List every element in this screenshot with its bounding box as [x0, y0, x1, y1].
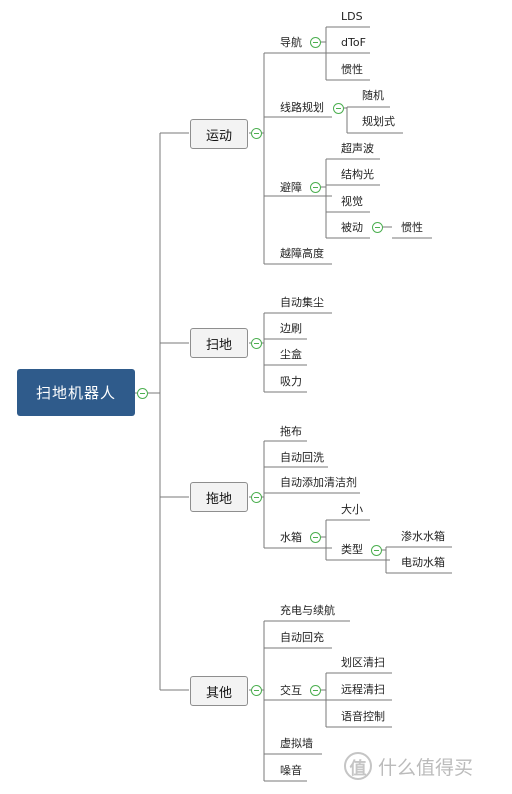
collapse-icon[interactable]	[310, 685, 321, 696]
node-interaction[interactable]: 交互	[280, 684, 302, 697]
leaf-node[interactable]: 语音控制	[341, 710, 385, 723]
collapse-icon[interactable]	[251, 338, 262, 349]
node-obstacle[interactable]: 避障	[280, 181, 302, 194]
node-water-tank[interactable]: 水箱	[280, 531, 302, 544]
leaf-node[interactable]: 惯性	[401, 221, 423, 234]
collapse-icon[interactable]	[310, 37, 321, 48]
category-other[interactable]: 其他	[190, 676, 248, 706]
collapse-icon[interactable]	[333, 103, 344, 114]
node-passive[interactable]: 被动	[341, 221, 363, 234]
leaf-node[interactable]: 尘盒	[280, 348, 302, 361]
leaf-node[interactable]: 超声波	[341, 142, 374, 155]
leaf-node[interactable]: 虚拟墙	[280, 737, 313, 750]
leaf-node[interactable]: 充电与续航	[280, 604, 335, 617]
leaf-node[interactable]: 拖布	[280, 425, 302, 438]
node-path-planning[interactable]: 线路规划	[280, 101, 324, 114]
leaf-node[interactable]: 规划式	[362, 115, 395, 128]
collapse-icon[interactable]	[251, 492, 262, 503]
category-mop[interactable]: 拖地	[190, 482, 248, 512]
leaf-node[interactable]: 随机	[362, 89, 384, 102]
leaf-node[interactable]: 结构光	[341, 168, 374, 181]
leaf-node[interactable]: 边刷	[280, 322, 302, 335]
collapse-icon[interactable]	[137, 388, 148, 399]
node-nav[interactable]: 导航	[280, 36, 302, 49]
leaf-node[interactable]: 惯性	[341, 63, 363, 76]
collapse-icon[interactable]	[310, 532, 321, 543]
collapse-icon[interactable]	[372, 222, 383, 233]
collapse-icon[interactable]	[371, 545, 382, 556]
collapse-icon[interactable]	[251, 128, 262, 139]
leaf-node[interactable]: 自动回洗	[280, 451, 324, 464]
leaf-node[interactable]: 大小	[341, 503, 363, 516]
collapse-icon[interactable]	[251, 685, 262, 696]
node-climb-height[interactable]: 越障高度	[280, 247, 324, 260]
leaf-node[interactable]: 远程清扫	[341, 683, 385, 696]
leaf-node[interactable]: 吸力	[280, 375, 302, 388]
category-motion[interactable]: 运动	[190, 119, 248, 149]
leaf-node[interactable]: dToF	[341, 36, 366, 49]
leaf-node[interactable]: 噪音	[280, 764, 302, 777]
category-sweep[interactable]: 扫地	[190, 328, 248, 358]
watermark-text: 什么值得买	[378, 756, 474, 779]
node-tank-type[interactable]: 类型	[341, 543, 363, 556]
leaf-node[interactable]: 自动回充	[280, 631, 324, 644]
watermark: 值 什么值得买	[344, 752, 473, 780]
leaf-node[interactable]: 视觉	[341, 195, 363, 208]
leaf-node[interactable]: 渗水水箱	[401, 530, 445, 543]
leaf-node[interactable]: 划区清扫	[341, 656, 385, 669]
leaf-node[interactable]: 自动集尘	[280, 296, 324, 309]
leaf-node[interactable]: 自动添加清洁剂	[280, 476, 357, 489]
watermark-logo-icon: 值	[344, 752, 372, 780]
leaf-node[interactable]: 电动水箱	[401, 556, 445, 569]
leaf-node[interactable]: LDS	[341, 10, 363, 23]
collapse-icon[interactable]	[310, 182, 321, 193]
root-node[interactable]: 扫地机器人	[17, 369, 135, 416]
